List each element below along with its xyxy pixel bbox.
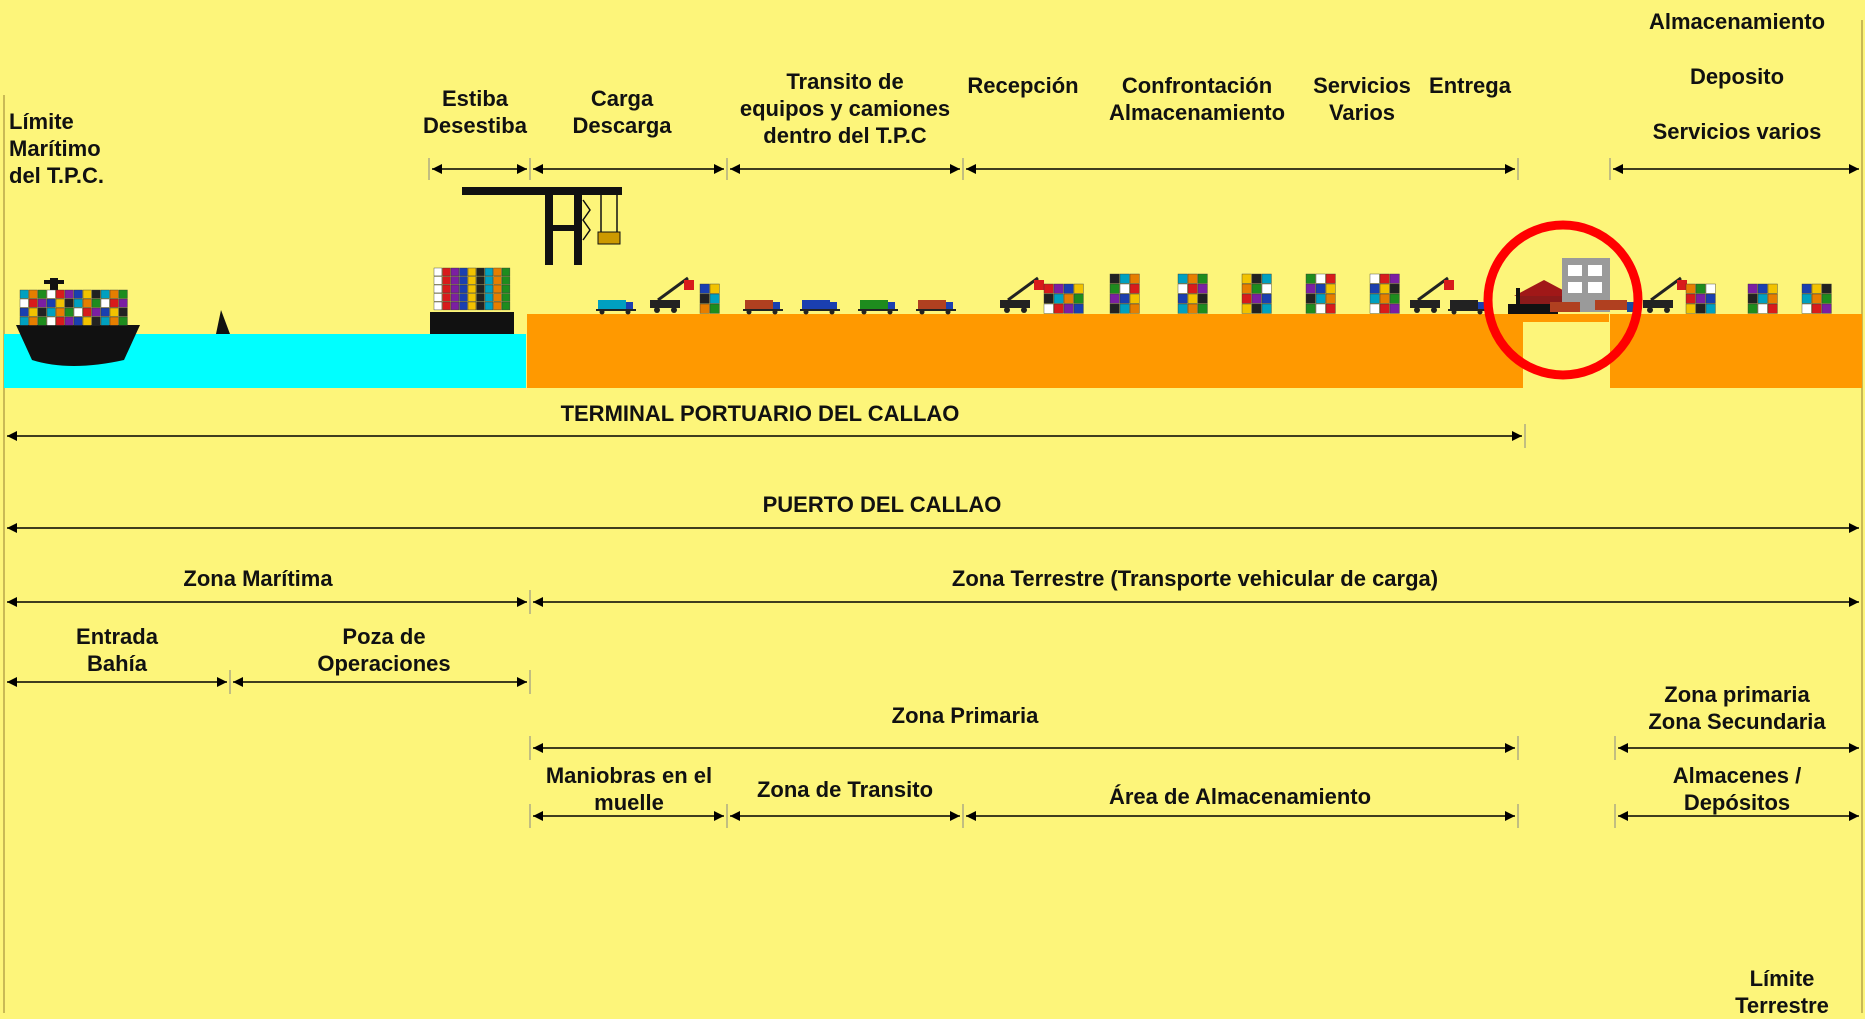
reach-stacker-icon (1000, 276, 1044, 313)
truck-icon (743, 300, 783, 315)
reach-stacker-icon (650, 276, 694, 313)
confrontacion-label: Confrontación Almacenamiento (1108, 73, 1286, 125)
almacenes-label: Almacenes / Depósitos (1672, 763, 1802, 815)
container-stack-icon (1241, 273, 1272, 314)
deposito-label: Deposito (1689, 64, 1785, 89)
area-almacenamiento-label: Área de Almacenamiento (1108, 784, 1372, 809)
container-stack-icon (1043, 283, 1084, 314)
maniobras-label: Maniobras en el muelle (545, 763, 713, 815)
reach-stacker-icon (1643, 276, 1687, 313)
land-deposit (1610, 314, 1862, 388)
zona-maritima-label: Zona Marítima (183, 566, 333, 591)
estiba-label: Estiba Desestiba (423, 86, 527, 138)
gate-trucks-icon (1508, 300, 1635, 314)
zona-transito-label: Zona de Transito (756, 777, 934, 802)
barge-icon (430, 267, 514, 334)
truck-icon (858, 300, 898, 315)
truck-icon (916, 300, 956, 315)
container-stack-icon (1685, 283, 1716, 314)
poza-label: Poza de Operaciones (317, 624, 451, 676)
puerto-label: PUERTO DEL CALLAO (762, 492, 1002, 517)
buoy-icon (216, 310, 230, 334)
zona-terrestre-label: Zona Terrestre (Transporte vehicular de … (951, 566, 1439, 591)
entrega-label: Entrega (1429, 73, 1511, 98)
container-stack-icon (1109, 273, 1140, 314)
container-stack-icon (1369, 273, 1400, 314)
limite-maritimo-label: Límite Marítimo del T.P.C. (9, 109, 104, 188)
entrada-label: Entrada Bahía (76, 624, 158, 676)
gantry-crane-icon (462, 187, 622, 265)
servicios-varios-label: Servicios varios (1652, 119, 1822, 144)
container-stack-icon (1801, 283, 1832, 314)
truck-icon (596, 300, 636, 315)
land-terminal (527, 314, 1523, 388)
land-gap-strip (1523, 314, 1609, 322)
gate-highlight-circle (1483, 220, 1643, 380)
zona-primaria-label: Zona Primaria (891, 703, 1039, 728)
container-stack-icon (1177, 273, 1208, 314)
transito-label: Transito de equipos y camiones dentro de… (739, 69, 951, 148)
container-ship-icon (16, 278, 140, 366)
zona-prim-sec-label: Zona primaria Zona Secundaria (1648, 682, 1826, 734)
container-stack-icon (699, 283, 720, 314)
limite-terrestre-label: Límite Terrestre (1735, 966, 1829, 1018)
carga-label: Carga Descarga (572, 86, 672, 138)
truck-icon (800, 300, 840, 315)
terminal-label: TERMINAL PORTUARIO DEL CALLAO (560, 401, 960, 426)
servicios-label: Servicios Varios (1313, 73, 1411, 125)
recepcion-label: Recepción (967, 73, 1079, 98)
almacenamiento-label: Almacenamiento (1648, 9, 1826, 34)
truck-icon (1448, 300, 1488, 315)
container-stack-icon (1305, 273, 1336, 314)
reach-stacker-icon (1410, 276, 1454, 313)
container-stack-icon (1747, 283, 1778, 314)
